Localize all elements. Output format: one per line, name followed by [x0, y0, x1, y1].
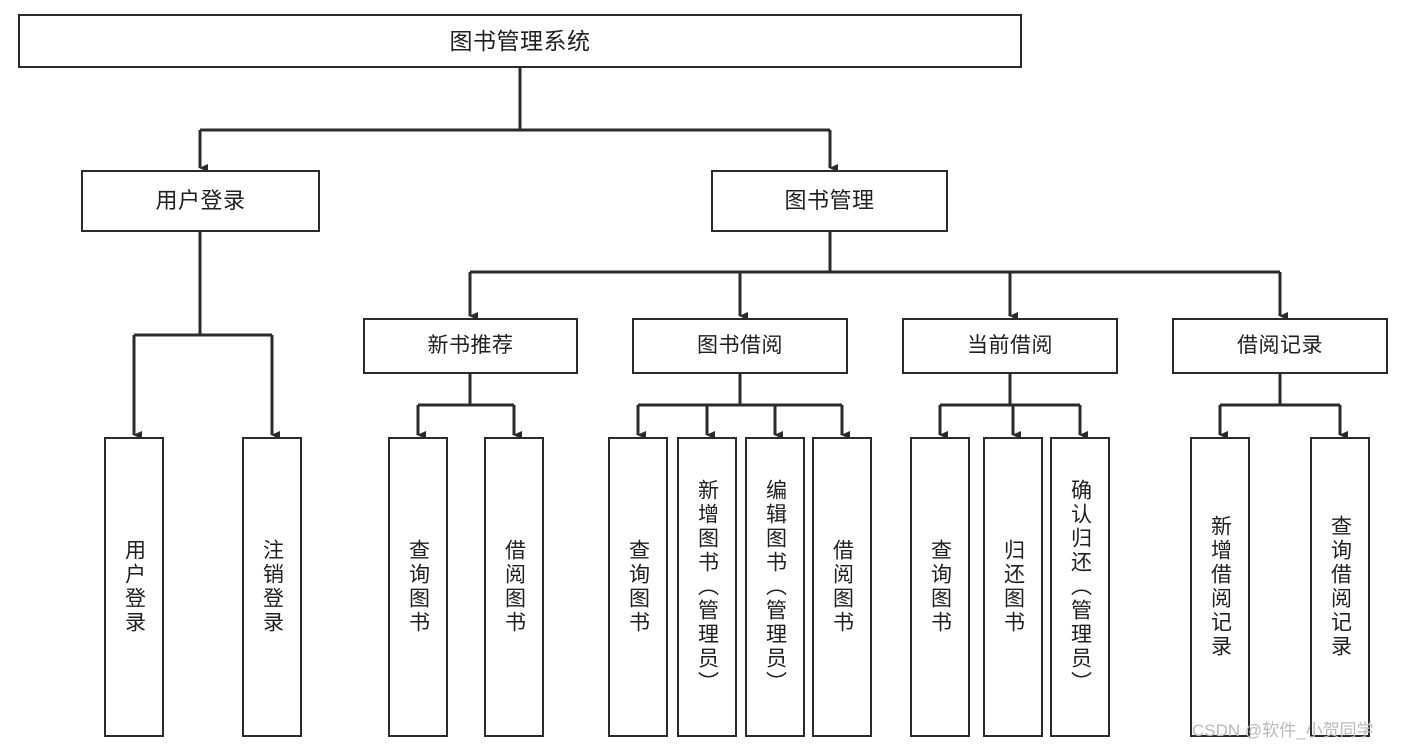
node-label: 确认归还（管理员）	[1068, 479, 1092, 695]
node-label: 注销登录	[260, 539, 284, 635]
node-book-manage[interactable]: 图书管理	[711, 170, 948, 232]
node-label: 查询借阅记录	[1328, 515, 1352, 659]
node-label: 新增图书（管理员）	[695, 479, 719, 695]
node-label: 新增借阅记录	[1208, 515, 1232, 659]
node-label: 用户登录	[155, 188, 246, 214]
node-leaf-query-book-1[interactable]: 查询图书	[388, 437, 448, 737]
node-label: 查询图书	[626, 539, 650, 635]
node-label: 借阅图书	[830, 539, 854, 635]
connector-group	[132, 68, 1348, 439]
node-new-book-recommend[interactable]: 新书推荐	[363, 318, 578, 374]
node-borrow-record[interactable]: 借阅记录	[1172, 318, 1388, 374]
node-leaf-add-record[interactable]: 新增借阅记录	[1190, 437, 1250, 737]
node-leaf-query-book-3[interactable]: 查询图书	[910, 437, 970, 737]
node-book-borrow[interactable]: 图书借阅	[632, 318, 848, 374]
node-user-login[interactable]: 用户登录	[81, 170, 320, 232]
node-leaf-confirm-return[interactable]: 确认归还（管理员）	[1050, 437, 1110, 737]
node-current-borrow[interactable]: 当前借阅	[902, 318, 1118, 374]
node-label: 用户登录	[122, 539, 146, 635]
node-label: 编辑图书（管理员）	[763, 479, 787, 695]
node-label: 查询图书	[928, 539, 952, 635]
node-root[interactable]: 图书管理系统	[18, 14, 1022, 68]
node-leaf-user-login[interactable]: 用户登录	[104, 437, 164, 737]
node-label: 当前借阅	[967, 333, 1053, 357]
node-leaf-user-logout[interactable]: 注销登录	[242, 437, 302, 737]
node-leaf-borrow-book-1[interactable]: 借阅图书	[484, 437, 544, 737]
node-label: 借阅图书	[502, 539, 526, 635]
node-leaf-add-book[interactable]: 新增图书（管理员）	[677, 437, 737, 737]
node-leaf-borrow-book-2[interactable]: 借阅图书	[812, 437, 872, 737]
node-label: 借阅记录	[1237, 333, 1323, 357]
node-label: 图书管理	[784, 188, 875, 214]
node-leaf-return-book[interactable]: 归还图书	[983, 437, 1043, 737]
node-leaf-edit-book[interactable]: 编辑图书（管理员）	[745, 437, 805, 737]
node-label: 图书借阅	[697, 333, 783, 357]
node-leaf-query-book-2[interactable]: 查询图书	[608, 437, 668, 737]
node-leaf-query-record[interactable]: 查询借阅记录	[1310, 437, 1370, 737]
node-label: 图书管理系统	[449, 27, 591, 54]
node-label: 归还图书	[1001, 539, 1025, 635]
node-label: 查询图书	[406, 539, 430, 635]
node-label: 新书推荐	[427, 333, 514, 357]
